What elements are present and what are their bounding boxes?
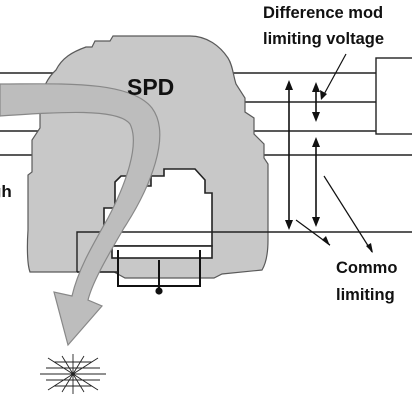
terminal-base [111,245,213,259]
common-mode-leader-1-head [322,236,330,246]
difference-mode-label-line1: Difference mod [263,4,384,22]
junction-dot [155,287,163,295]
earth-loop [76,231,412,272]
voltage-arrows [285,80,320,230]
long-voltage-arrow-head-down [285,220,293,230]
internal-wiring [117,250,201,291]
difference-mode-label-line2: limiting voltage [263,30,385,48]
common-mode-label-line2: limiting [336,286,395,304]
common-mode-label-line1: Commo [336,259,398,277]
common-mode-arrow-head-up [312,137,320,147]
difference-mode-arrow-head-down [312,112,320,122]
leader-lines [295,53,373,253]
common-mode-leader-2-head [366,243,373,253]
load-box [375,57,412,135]
spd-label: SPD [127,74,175,100]
surge-current-arrow [0,83,161,347]
left-cut-label: gh [0,182,12,201]
common-mode-arrow-head-down [312,217,320,227]
difference-mode-leader-head [320,90,327,100]
common-mode-leader-2 [323,175,373,253]
ground-mesh-icon [40,354,106,394]
difference-mode-leader [321,53,347,99]
long-voltage-arrow-head-up [285,80,293,90]
difference-mode-arrow-head-up [312,82,320,92]
